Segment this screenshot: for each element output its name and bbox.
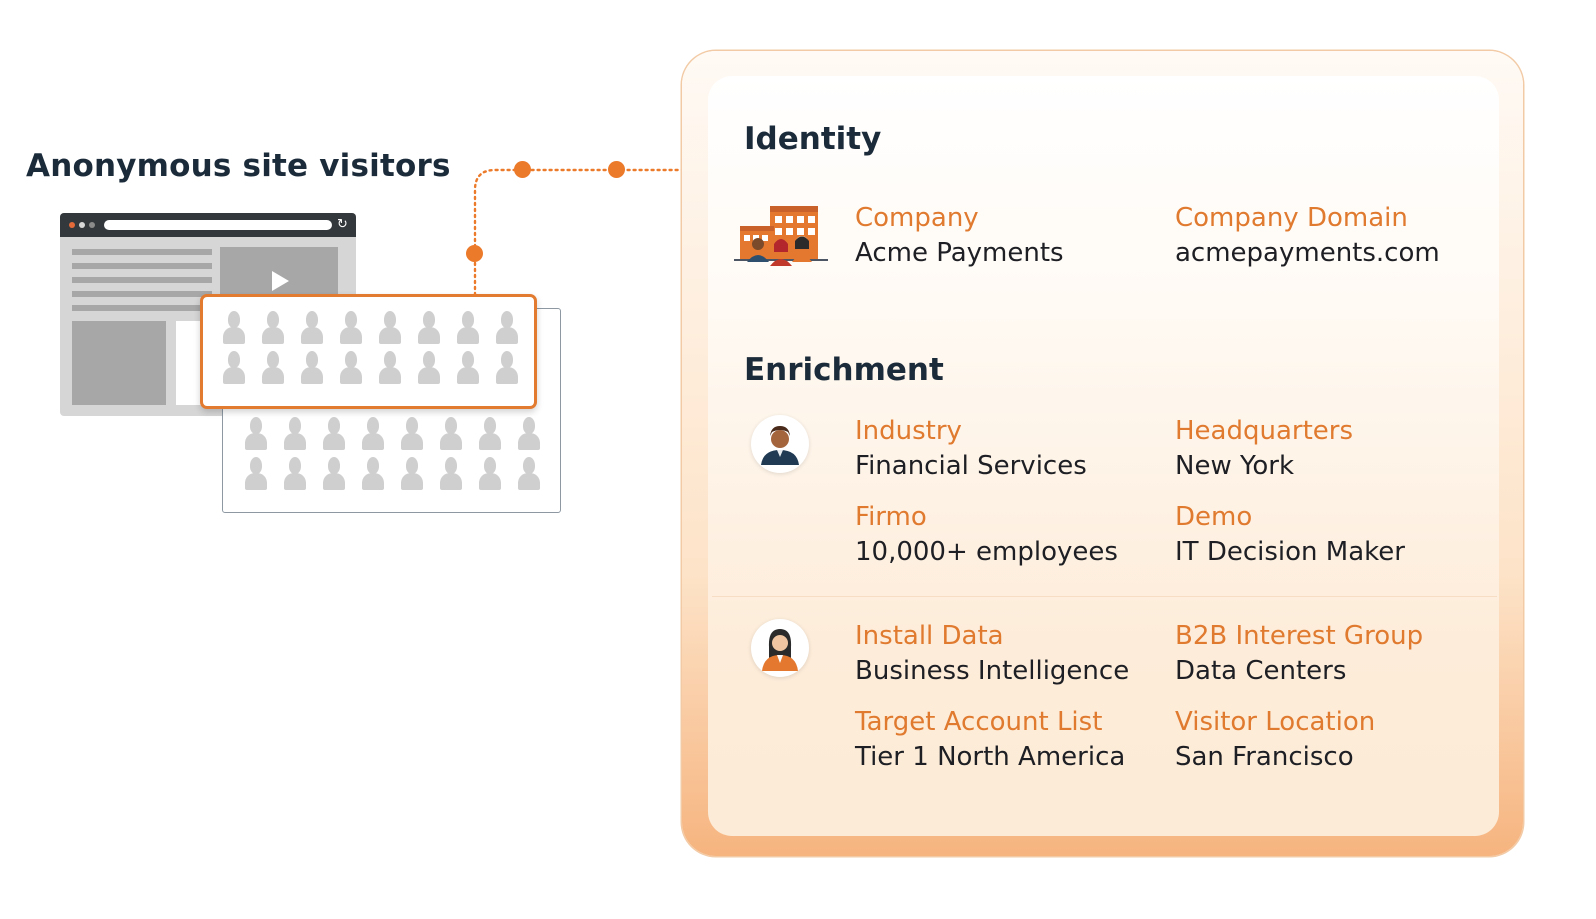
- person-silhouette-icon: [284, 457, 306, 493]
- field-label: Industry: [855, 416, 962, 446]
- person-silhouette-icon: [496, 351, 518, 387]
- person-silhouette-icon: [418, 311, 440, 347]
- field-value: New York: [1175, 451, 1295, 481]
- person-silhouette-icon: [379, 311, 401, 347]
- person-silhouette-icon: [457, 311, 479, 347]
- field-label: Install Data: [855, 621, 1004, 651]
- industry-field: Industry Financial Services: [855, 414, 1087, 484]
- person-silhouette-icon: [340, 311, 362, 347]
- person-silhouette-icon: [518, 417, 540, 453]
- person-silhouette-icon: [479, 417, 501, 453]
- person-silhouette-icon: [301, 311, 323, 347]
- person-silhouette-icon: [323, 457, 345, 493]
- visitor-location-field: Visitor Location San Francisco: [1175, 705, 1375, 775]
- connector-line: [473, 168, 690, 297]
- person-silhouette-icon: [262, 311, 284, 347]
- content-line: [72, 249, 212, 255]
- content-line: [72, 277, 212, 283]
- field-label: Headquarters: [1175, 416, 1354, 446]
- address-bar: [104, 220, 332, 230]
- visitor-profile-card-inner: [708, 76, 1499, 836]
- window-max-dot: [89, 222, 95, 228]
- window-min-dot: [79, 222, 85, 228]
- company-field: Company Acme Payments: [855, 201, 1064, 271]
- field-value: Tier 1 North America: [855, 742, 1126, 772]
- person-silhouette-icon: [223, 351, 245, 387]
- person-silhouette-icon: [223, 311, 245, 347]
- field-label: Visitor Location: [1175, 707, 1376, 737]
- person-silhouette-icon: [323, 417, 345, 453]
- company-building-icon: [734, 206, 828, 266]
- window-close-dot: [69, 222, 75, 228]
- visitor-panel-front: [200, 294, 537, 409]
- person-silhouette-icon: [362, 457, 384, 493]
- person-silhouette-icon: [418, 351, 440, 387]
- field-value: 10,000+ employees: [855, 537, 1118, 567]
- person-silhouette-icon: [262, 351, 284, 387]
- person-silhouette-icon: [245, 417, 267, 453]
- b2b-interest-group-field: B2B Interest Group Data Centers: [1175, 619, 1423, 689]
- person-silhouette-icon: [401, 417, 423, 453]
- target-account-list-field: Target Account List Tier 1 North America: [855, 705, 1125, 775]
- company-domain-field: Company Domain acmepayments.com: [1175, 201, 1440, 271]
- connector-dot: [608, 161, 625, 178]
- play-icon: [272, 271, 289, 291]
- field-label: Firmo: [855, 502, 927, 532]
- content-line: [72, 305, 212, 311]
- connector-dot: [514, 161, 531, 178]
- person-silhouette-icon: [518, 457, 540, 493]
- content-block: [72, 321, 166, 405]
- person-silhouette-icon: [479, 457, 501, 493]
- field-value: IT Decision Maker: [1175, 537, 1405, 567]
- field-value: Financial Services: [855, 451, 1087, 481]
- person-silhouette-icon: [301, 351, 323, 387]
- section-divider: [712, 596, 1497, 597]
- field-value: Business Intelligence: [855, 656, 1130, 686]
- person-silhouette-icon: [379, 351, 401, 387]
- person-silhouette-icon: [284, 417, 306, 453]
- install-data-field: Install Data Business Intelligence: [855, 619, 1129, 689]
- anonymous-visitors-title: Anonymous site visitors: [26, 148, 451, 184]
- field-value: San Francisco: [1175, 742, 1354, 772]
- field-value: Acme Payments: [855, 238, 1064, 268]
- field-label: Company: [855, 203, 979, 233]
- field-label: Demo: [1175, 502, 1253, 532]
- person-silhouette-icon: [362, 417, 384, 453]
- demo-field: Demo IT Decision Maker: [1175, 500, 1405, 570]
- headquarters-field: Headquarters New York: [1175, 414, 1353, 484]
- field-value: Data Centers: [1175, 656, 1347, 686]
- content-line: [72, 263, 212, 269]
- browser-toolbar: ↻: [60, 213, 356, 237]
- person-silhouette-icon: [496, 311, 518, 347]
- person-silhouette-icon: [340, 351, 362, 387]
- person-silhouette-icon: [440, 457, 462, 493]
- field-label: Target Account List: [855, 707, 1103, 737]
- content-line: [72, 291, 212, 297]
- connector-dot: [466, 245, 483, 262]
- enrichment-title: Enrichment: [744, 352, 944, 388]
- identity-title: Identity: [744, 121, 882, 157]
- person-silhouette-icon: [457, 351, 479, 387]
- visitor-grid-back: [245, 417, 557, 497]
- field-value: acmepayments.com: [1175, 238, 1440, 268]
- person-silhouette-icon: [245, 457, 267, 493]
- refresh-icon: ↻: [337, 217, 348, 232]
- person-silhouette-icon: [440, 417, 462, 453]
- firmo-field: Firmo 10,000+ employees: [855, 500, 1118, 570]
- female-person-avatar-icon: [751, 619, 809, 677]
- field-label: B2B Interest Group: [1175, 621, 1424, 651]
- person-silhouette-icon: [401, 457, 423, 493]
- male-person-avatar-icon: [751, 415, 809, 473]
- visitor-grid-front: [223, 311, 535, 391]
- field-label: Company Domain: [1175, 203, 1408, 233]
